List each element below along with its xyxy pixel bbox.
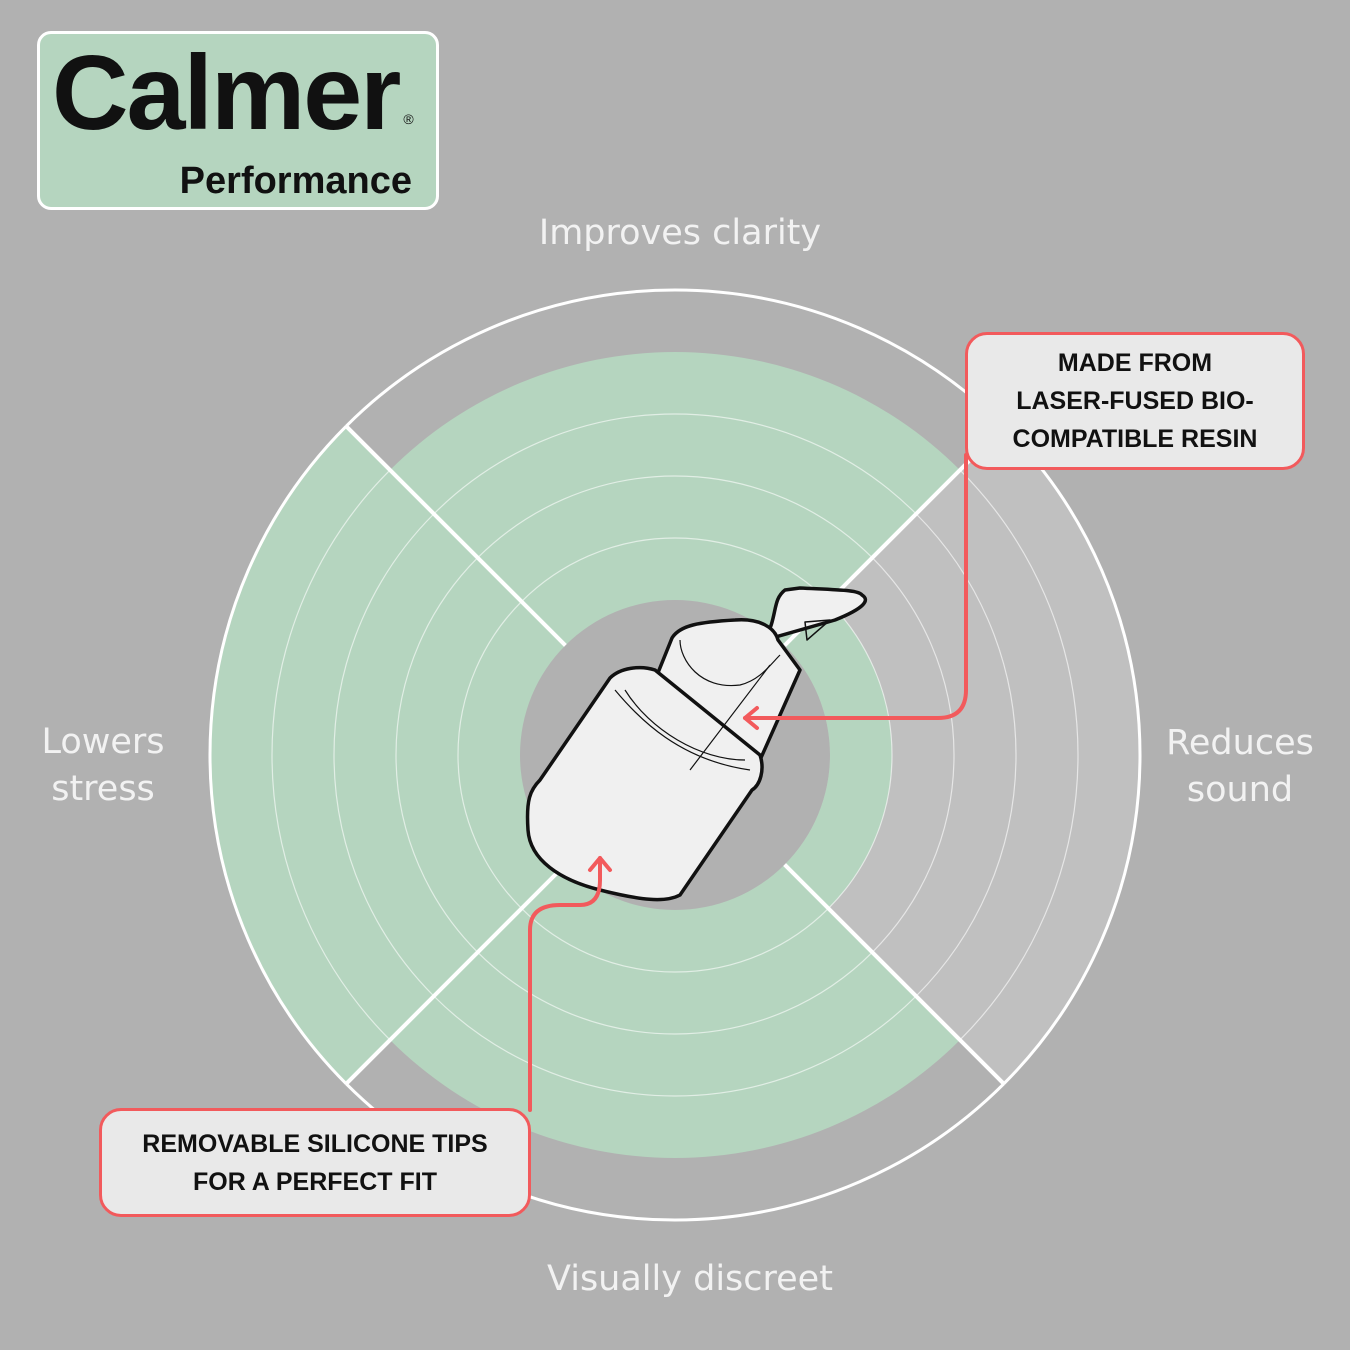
grid-ring <box>333 513 435 997</box>
sector-lowers-stress <box>210 426 566 1084</box>
arrowhead-resin <box>743 706 759 730</box>
outer-ring <box>345 288 1005 428</box>
grid-ring <box>959 469 1079 1041</box>
grid-ring <box>433 995 917 1097</box>
grid-ring <box>521 908 829 973</box>
connector-resin <box>743 453 968 720</box>
grid-ring <box>521 537 829 602</box>
callout-connectors <box>528 453 968 1112</box>
grid-ring <box>477 951 873 1035</box>
grid-ring <box>871 557 955 953</box>
sector-visually-discreet <box>390 864 960 1158</box>
grid-ring <box>433 413 917 515</box>
sector-reduces-sound <box>784 601 892 909</box>
connector-tips <box>528 856 602 1112</box>
outer-ring <box>208 425 348 1085</box>
grid-ring <box>477 475 873 559</box>
outer-ring <box>1002 425 1142 1085</box>
brand-logo: Calmer ® Performance <box>37 31 439 210</box>
sector-bg-reduces-sound <box>784 426 1140 1084</box>
registered-mark: ® <box>403 111 414 127</box>
logo-wordmark-row: Calmer ® <box>52 40 414 146</box>
grid-ring <box>828 601 893 909</box>
logo-wordmark: Calmer <box>52 34 401 152</box>
grid-ring <box>271 469 391 1041</box>
grid-ring <box>395 557 479 953</box>
earplug-illustration <box>525 586 868 902</box>
quadrant-divider <box>344 424 567 647</box>
sector-improves-clarity <box>390 352 960 646</box>
axis-label-improves-clarity: Improves clarity <box>538 213 822 253</box>
quadrant-divider <box>344 863 567 1086</box>
arrowhead-tips <box>588 856 612 872</box>
grid-ring <box>457 601 522 909</box>
quadrant-divider <box>783 863 1006 1086</box>
logo-product-name: Performance <box>179 160 412 202</box>
axis-label-visually-discreet: Visually discreet <box>547 1259 833 1299</box>
